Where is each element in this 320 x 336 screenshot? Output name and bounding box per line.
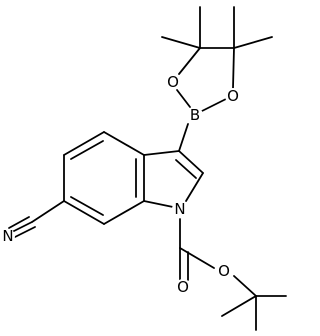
bond-lines	[8, 6, 287, 331]
bond-methyl-tl	[161, 36, 201, 49]
atom-label-nitrogen-ring: N	[174, 200, 185, 218]
bond-oright-b	[201, 98, 227, 112]
atom-label-boron: B	[190, 106, 200, 124]
bond-c3a-c4	[103, 131, 145, 156]
bond-c6-cn	[31, 200, 65, 223]
bond-oleft-b	[176, 89, 191, 108]
chemical-structure-diagram: B O O N N O O	[1, 6, 287, 331]
atom-nitrogen-ring: N	[172, 200, 188, 218]
atom-oxygen-carbonyl: O	[175, 278, 191, 296]
bond-n-c7a	[143, 200, 174, 208]
atom-label-oxygen-carbonyl: O	[177, 278, 189, 296]
bond-c3a-c3	[143, 150, 180, 156]
bond-c6-c7-double	[70, 196, 104, 216]
bond-methyl-tr2	[233, 36, 273, 49]
bond-b-c3	[178, 123, 189, 152]
atom-oxygen-right: O	[225, 87, 241, 105]
bond-cn-triple-1	[11, 221, 33, 233]
atom-boron: B	[187, 106, 203, 124]
bond-c4-c5-double	[70, 140, 104, 160]
bond-c7-c7a	[103, 200, 145, 225]
bond-c-oleft	[178, 47, 201, 75]
bond-c3-c2-double	[175, 159, 197, 179]
bond-oester-ctert	[233, 275, 257, 297]
atom-nitrogen-nitrile: N	[1, 227, 15, 245]
atom-labels: B O O N N O O	[1, 73, 241, 296]
bond-c-oright	[232, 47, 235, 89]
atom-label-oxygen-right: O	[227, 87, 239, 105]
bond-c3-c2	[178, 150, 204, 174]
bond-ctert-me2	[221, 295, 257, 317]
atom-label-oxygen-ester: O	[218, 262, 230, 280]
bond-ccarbonyl-oester	[179, 247, 215, 269]
atom-oxygen-ester: O	[216, 262, 232, 280]
bond-c6-c7	[63, 200, 105, 225]
atom-oxygen-left: O	[165, 73, 181, 91]
bond-c2-n	[185, 172, 204, 202]
bond-cn-triple-2	[8, 216, 30, 229]
bond-cn-triple-3	[14, 226, 36, 238]
atom-label-nitrogen-nitrile: N	[2, 227, 13, 245]
bond-c4-c5	[63, 131, 105, 156]
atom-label-oxygen-left: O	[167, 73, 179, 91]
